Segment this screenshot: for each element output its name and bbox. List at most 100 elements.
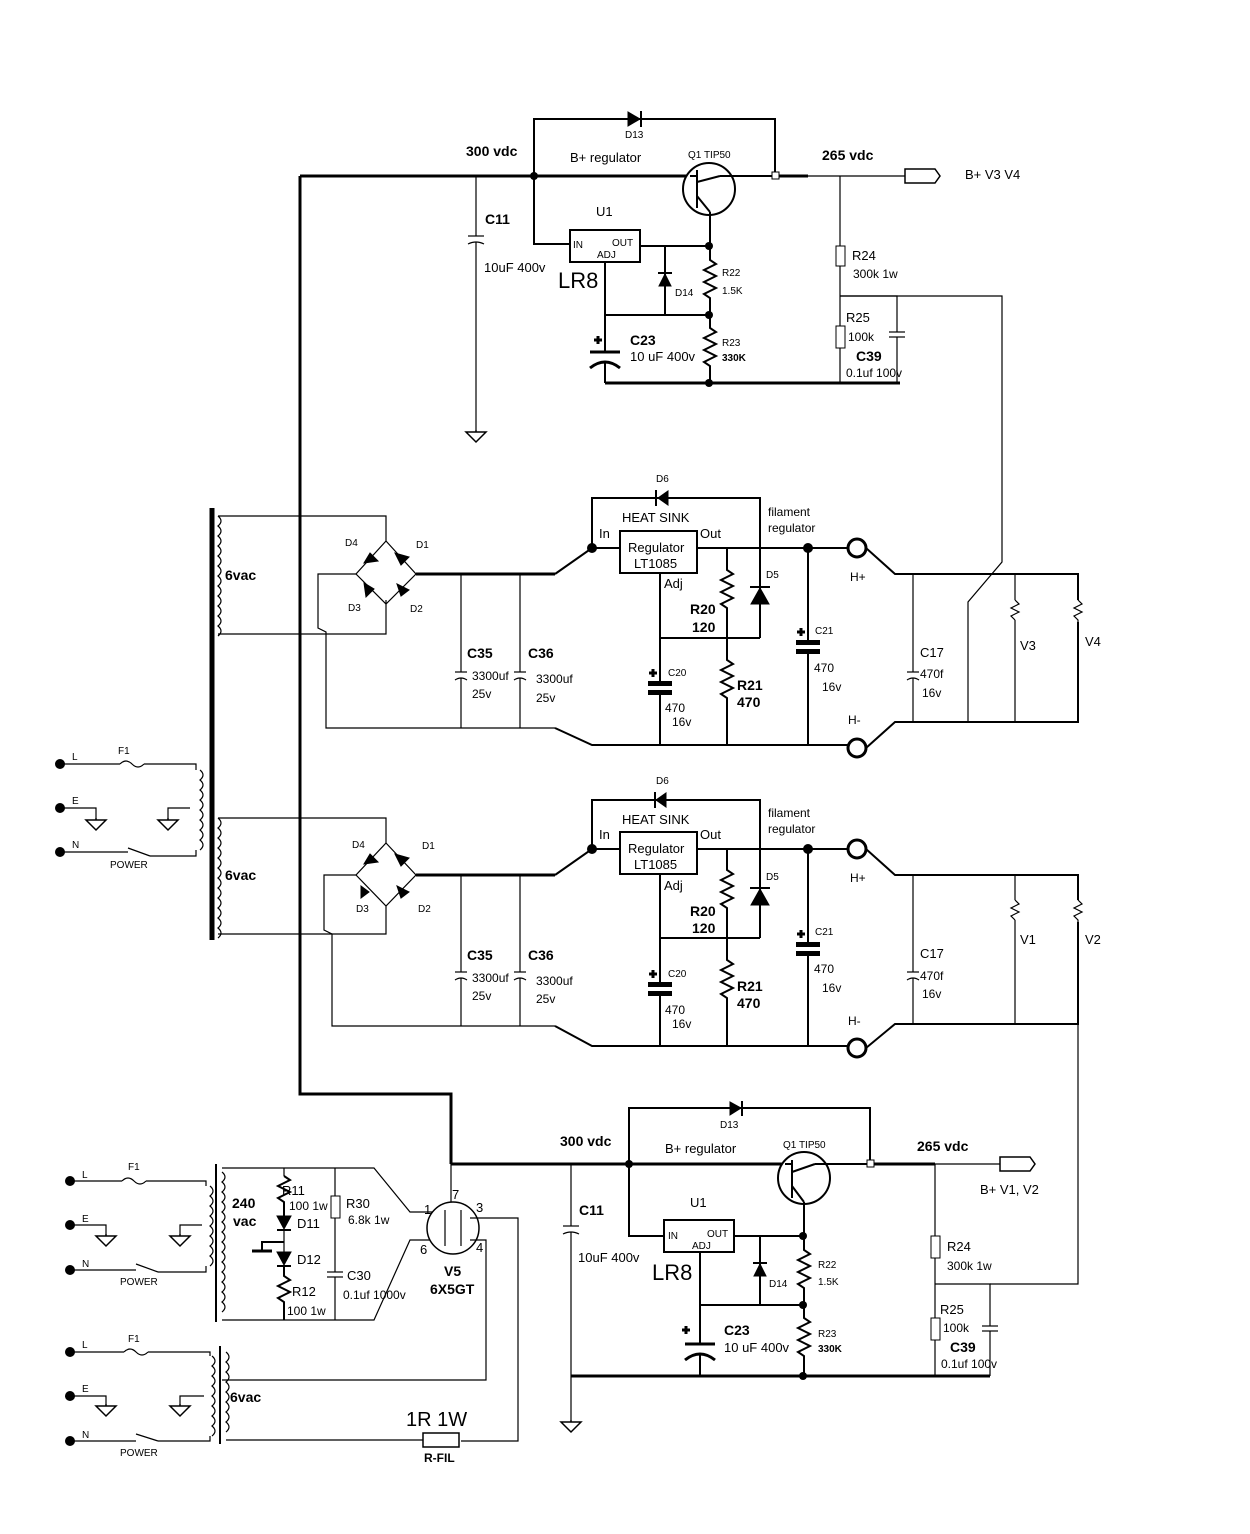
fil-tx-n: N	[82, 1430, 89, 1441]
fil2-c20: C20	[668, 969, 687, 980]
hv-power: POWER	[120, 1277, 158, 1288]
fil2-reg-out: Out	[700, 827, 721, 842]
bottom-d13-label: D13	[720, 1120, 739, 1131]
bottom-d14-label: D14	[769, 1279, 788, 1290]
hv-r11: R11	[282, 1183, 305, 1198]
fil-tx-sec-label: 6vac	[230, 1389, 261, 1405]
bottom-r24-label: R24	[947, 1239, 971, 1254]
fil1-reg-out: Out	[700, 526, 721, 541]
top-r24-label: R24	[852, 248, 876, 263]
fil1-r20: R20	[690, 601, 716, 617]
bottom-u1-part: LR8	[652, 1260, 692, 1285]
top-d14-label: D14	[675, 288, 694, 299]
top-output-voltage: 265 vdc	[822, 147, 874, 163]
bottom-c23-label: C23	[724, 1322, 750, 1338]
v5-pin3: 3	[476, 1200, 483, 1215]
fil1-c21-voltage: 16v	[822, 680, 841, 694]
mains1-e: E	[72, 796, 79, 807]
fil1-c20: C20	[668, 668, 687, 679]
fil2-reg-in: In	[599, 827, 610, 842]
fil2-reg-part: LT1085	[634, 857, 677, 872]
hv-sec-label-1: 240	[232, 1195, 256, 1211]
hv-r30: R30	[346, 1196, 370, 1211]
fil2-r21: R21	[737, 978, 763, 994]
hv-f1: F1	[128, 1162, 140, 1173]
top-u1-adj: ADJ	[597, 250, 616, 261]
fil2-d1: D1	[422, 841, 435, 852]
fil1-c20-voltage: 16v	[672, 715, 691, 729]
fil-tx-l: L	[82, 1340, 88, 1351]
top-r22-value: 1.5K	[722, 286, 743, 297]
top-c23-label: C23	[630, 332, 656, 348]
fil2-d2: D2	[418, 904, 431, 915]
bottom-output-voltage: 265 vdc	[917, 1138, 969, 1154]
mains1-f1: F1	[118, 746, 130, 757]
fil2-c35-value: 3300uf	[472, 971, 509, 985]
hv-r12: R12	[292, 1284, 316, 1299]
fil2-c35-voltage: 25v	[472, 989, 491, 1003]
top-r24-value: 300k 1w	[853, 267, 898, 281]
fil2-d5: D5	[766, 872, 779, 883]
hv-rectifier-supply: R11 100 1w D11 D12 R12 100 1w R30 6.8k 1…	[65, 1162, 519, 1442]
fil2-c36-value: 3300uf	[536, 974, 573, 988]
top-u1-label: U1	[596, 204, 613, 219]
fil-tx-power: POWER	[120, 1448, 158, 1459]
fil1-c35-value: 3300uf	[472, 669, 509, 683]
bottom-b-plus-regulator: 300 vdc 265 vdc B+ regulator Q1 TIP50 D1…	[451, 1101, 1039, 1433]
v5-pin6: 6	[420, 1242, 427, 1257]
fil1-transformer-label: 6vac	[225, 567, 256, 583]
top-r25-value: 100k	[848, 330, 875, 344]
top-output-label: B+ V3 V4	[965, 167, 1020, 182]
fil1-c36-value: 3300uf	[536, 672, 573, 686]
bottom-r25-label: R25	[940, 1302, 964, 1317]
fil1-c17: C17	[920, 645, 944, 660]
fil1-c35: C35	[467, 645, 493, 661]
fil2-c35: C35	[467, 947, 493, 963]
fil2-c20-voltage: 16v	[672, 1017, 691, 1031]
top-u1-out: OUT	[612, 238, 633, 249]
hv-c30: C30	[347, 1268, 371, 1283]
top-c11-value: 10uF 400v	[484, 260, 546, 275]
mains1-n: N	[72, 840, 79, 851]
mains1-l: L	[72, 752, 78, 763]
mains1-power: POWER	[110, 860, 148, 871]
hv-e: E	[82, 1214, 89, 1225]
fil1-load-b: V4	[1085, 634, 1101, 649]
fil1-r21-value: 470	[737, 694, 761, 710]
hv-n: N	[82, 1259, 89, 1270]
fil1-r20-value: 120	[692, 619, 716, 635]
r-fil-label: R-FIL	[424, 1451, 455, 1465]
hv-d12: D12	[297, 1252, 321, 1267]
fil2-c17: C17	[920, 946, 944, 961]
r-fil-value: 1R 1W	[406, 1409, 467, 1431]
bottom-u1-label: U1	[690, 1195, 707, 1210]
fil1-c36: C36	[528, 645, 554, 661]
filament-regulator-1: 6vac D1 D2 D3 D4 C35 3300uf 25v C36 3300…	[209, 474, 1101, 940]
bottom-c23-value: 10 uF 400v	[724, 1340, 790, 1355]
fil2-c17-voltage: 16v	[922, 987, 941, 1001]
bottom-c39-value: 0.1uf 100v	[941, 1357, 997, 1371]
top-q1-label: Q1 TIP50	[688, 150, 731, 161]
fil2-reg-adj: Adj	[664, 878, 683, 893]
fil1-c21-value: 470	[814, 661, 834, 675]
fil1-d2: D2	[410, 604, 423, 615]
bottom-u1-in: IN	[668, 1231, 678, 1242]
filament-transformer: 6vac 1R 1W R-FIL L E N F1 POWER	[65, 1334, 467, 1465]
fil1-reg-part: LT1085	[634, 556, 677, 571]
bottom-input-voltage: 300 vdc	[560, 1133, 612, 1149]
bottom-c39-label: C39	[950, 1339, 976, 1355]
fil-tx-e: E	[82, 1384, 89, 1395]
hv-r30-value: 6.8k 1w	[348, 1213, 390, 1227]
hv-bus	[298, 176, 453, 1164]
fil1-d4: D4	[345, 538, 358, 549]
top-c11-label: C11	[485, 211, 510, 227]
bottom-regulator-title: B+ regulator	[665, 1141, 737, 1156]
fil1-title-2: regulator	[768, 521, 815, 535]
fil2-load-b: V2	[1085, 932, 1101, 947]
bottom-output-label: B+ V1, V2	[980, 1182, 1039, 1197]
fil2-c36: C36	[528, 947, 554, 963]
bottom-r23-value: 330K	[818, 1344, 843, 1355]
fil1-reg-name: Regulator	[628, 540, 685, 555]
bottom-r22-label: R22	[818, 1260, 837, 1271]
fil2-title-1: filament	[768, 806, 811, 820]
